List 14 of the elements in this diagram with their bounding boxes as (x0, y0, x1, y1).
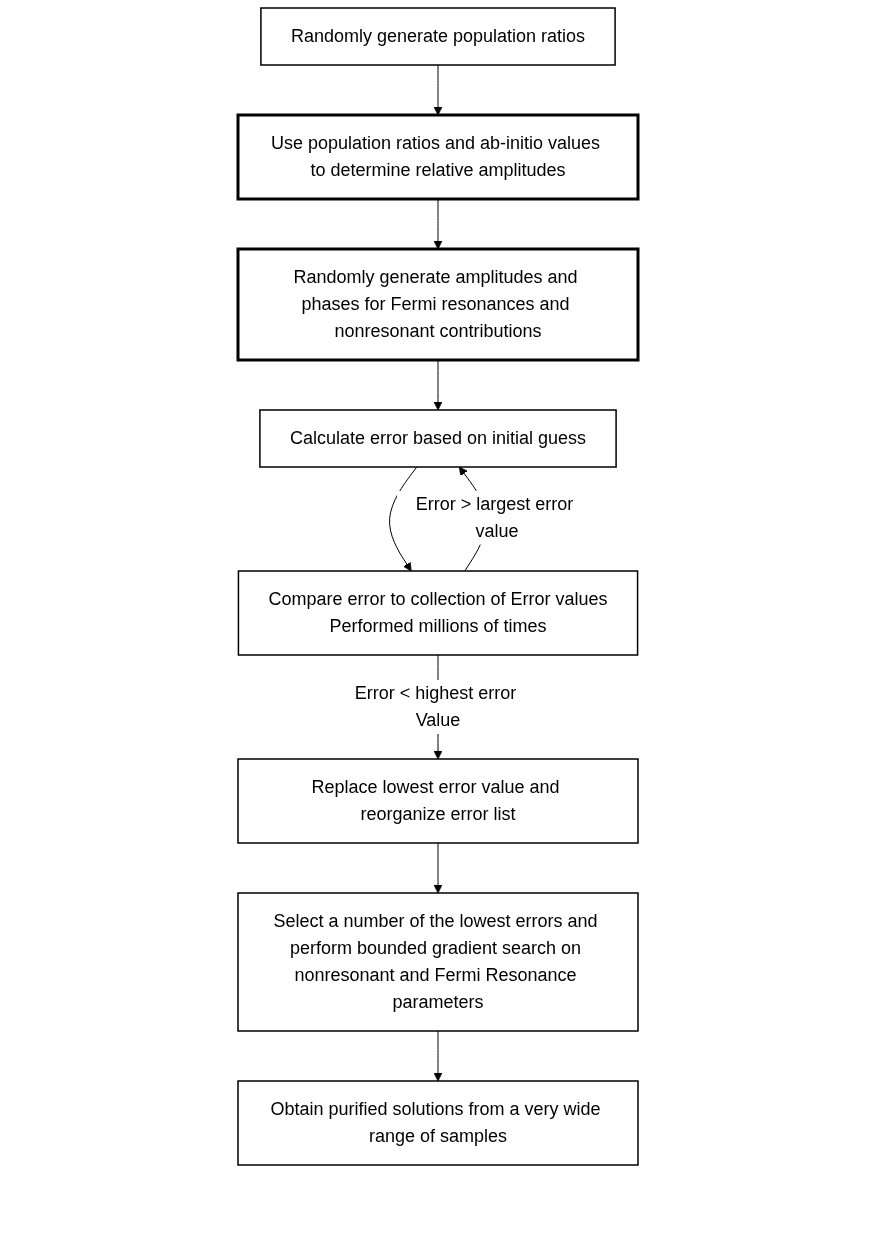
edge-label: Error < highest error Value (354, 683, 517, 730)
arrow (433, 1030, 443, 1082)
edge-label: Error > largest error value (415, 493, 574, 541)
arrow (433, 842, 443, 894)
node-box: Randomly generate population ratios (260, 7, 616, 66)
node-box: Select a number of the lowest errors and perform bounded gradient search on nonresonant and Fermi Resonance parameters (237, 892, 639, 1032)
node-box: Replace lowest error value and reorganize error list (237, 758, 639, 844)
arrow (389, 466, 418, 572)
node-box: Use population ratios and ab-initio values to determine relative amplitudes (236, 113, 640, 201)
node-box: Obtain purified solutions from a very wide range of samples (237, 1080, 639, 1166)
arrow (433, 64, 443, 116)
node-box: Calculate error based on initial guess (259, 409, 617, 468)
node-box: Randomly generate amplitudes and phases for Fermi resonances and nonresonant contributions (236, 247, 640, 362)
node-box: Compare error to collection of Error values Performed millions of times (237, 570, 639, 656)
